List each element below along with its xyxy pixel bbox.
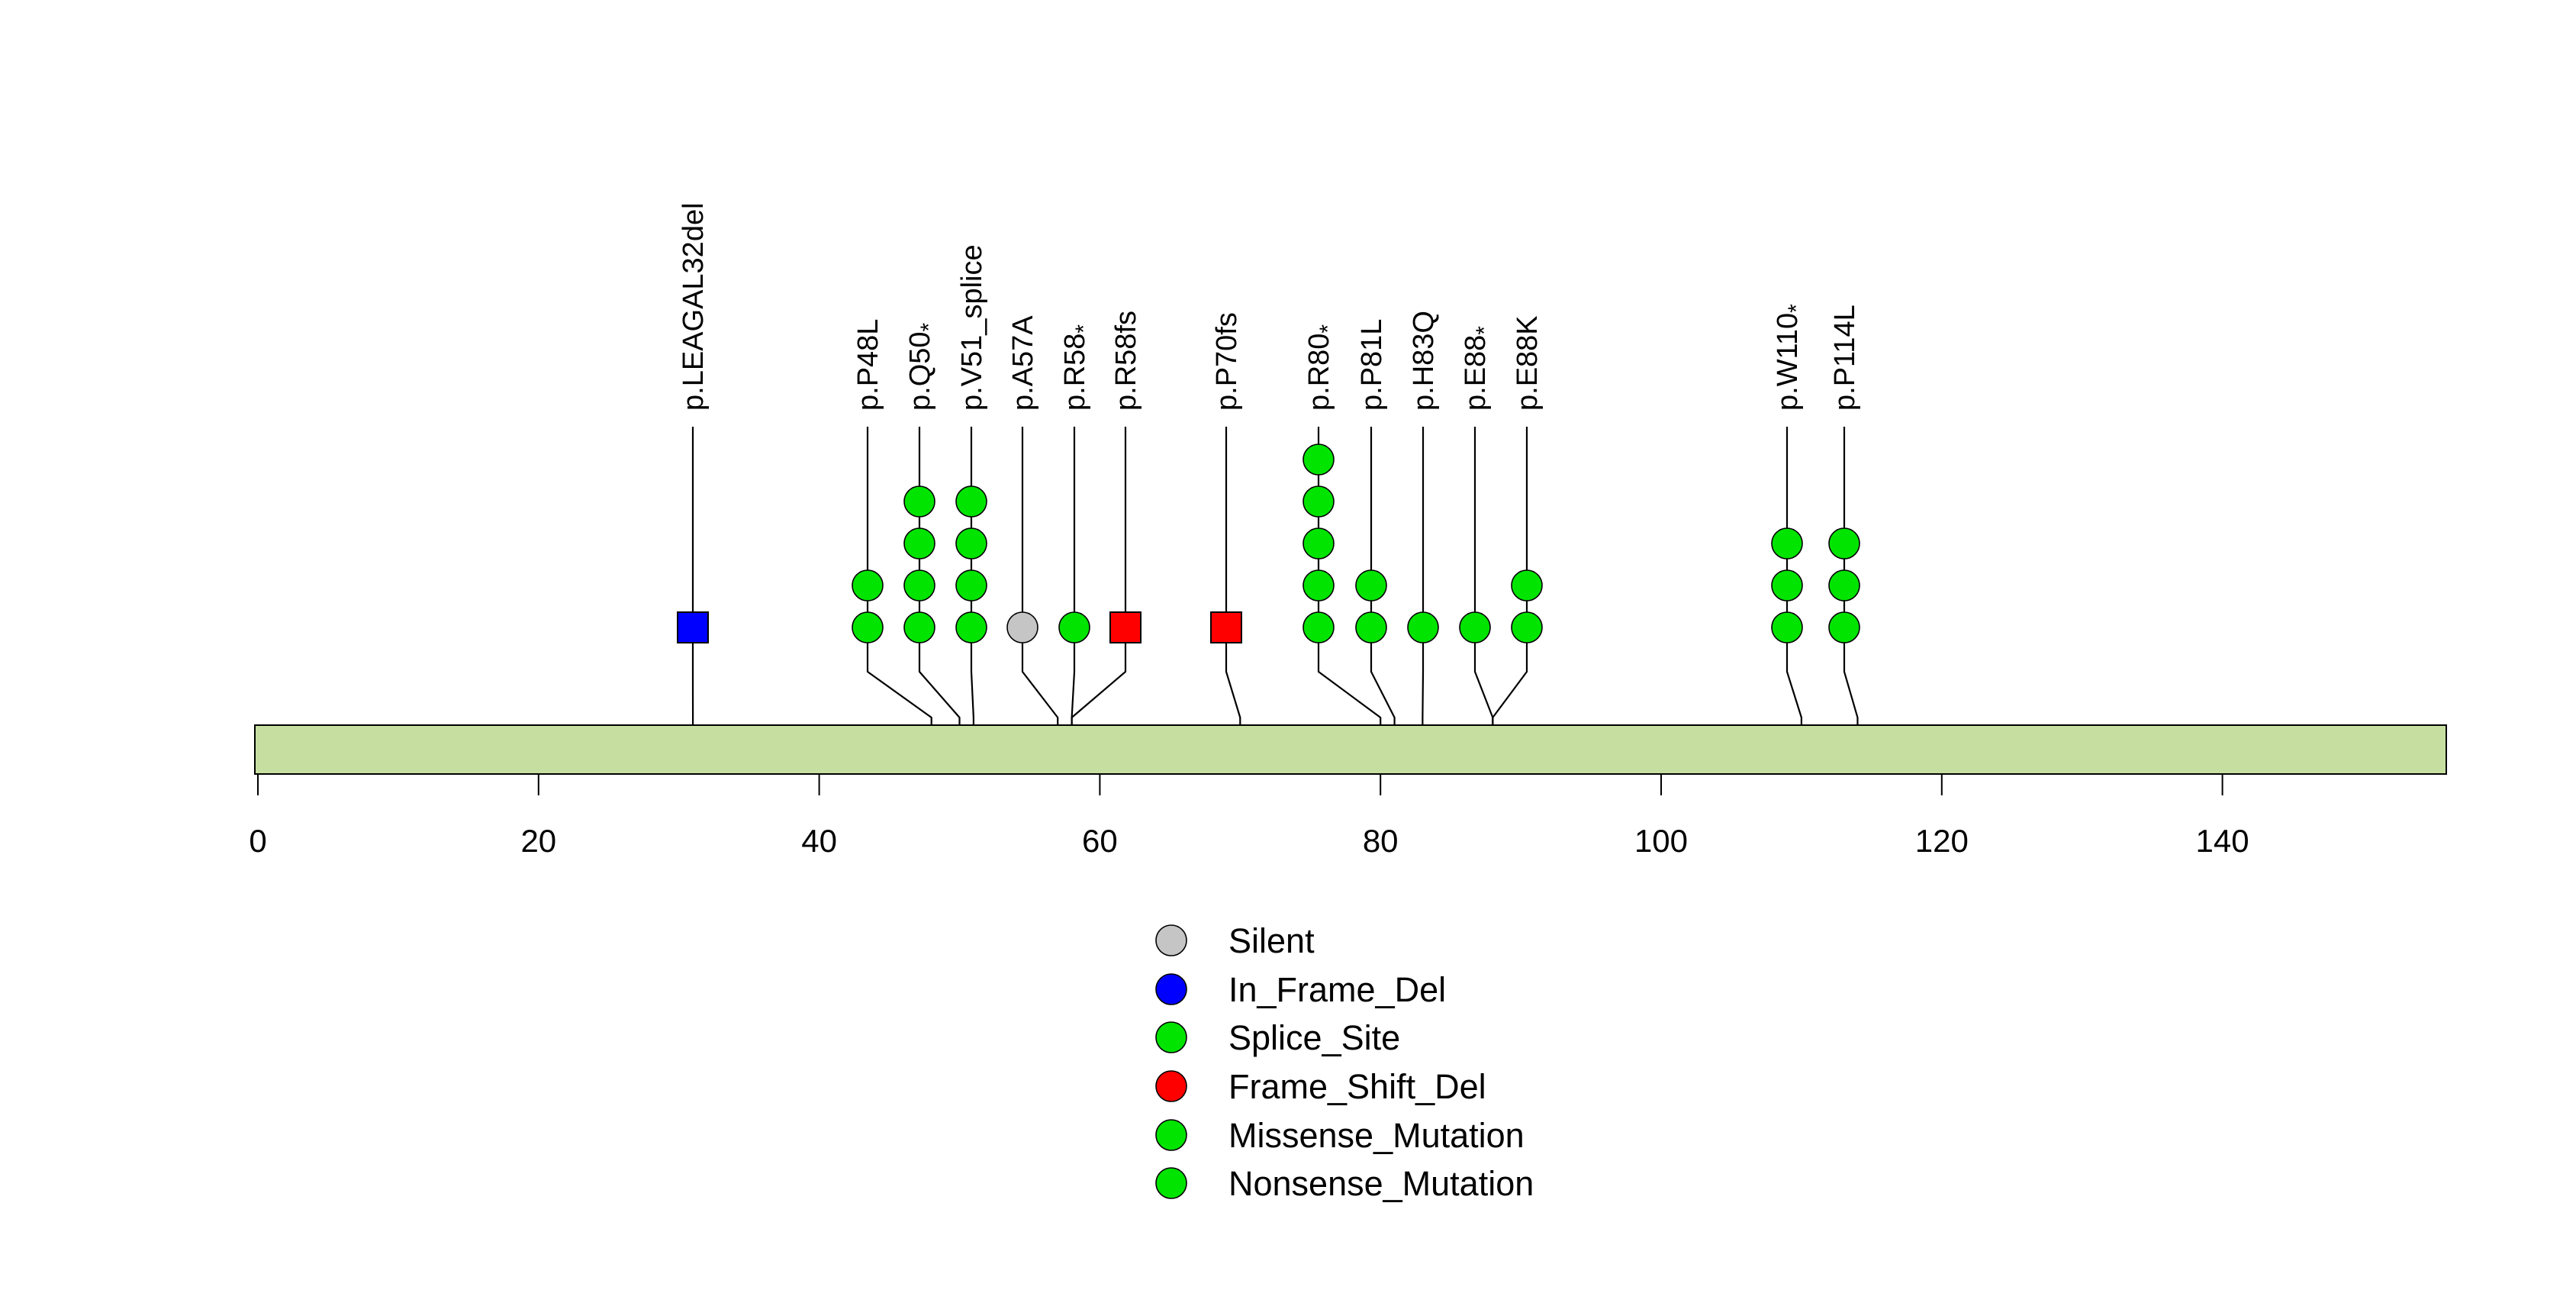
mutation-marker xyxy=(852,611,884,643)
mutation-label: p.V51_splice xyxy=(956,244,988,411)
mutation-marker xyxy=(1302,527,1335,560)
legend-item-marker xyxy=(1155,1119,1187,1151)
legend-item-marker xyxy=(1155,973,1187,1005)
mutation-label: p.W110* xyxy=(1772,304,1809,411)
mutation-label: p.H83Q xyxy=(1408,311,1440,411)
axis-tick-label: 140 xyxy=(2196,823,2249,859)
mutation-marker xyxy=(1355,569,1387,601)
axis-tick-label: 100 xyxy=(1634,823,1688,859)
mutation-marker xyxy=(1302,611,1335,643)
legend-item-marker xyxy=(1155,1167,1187,1199)
mutation-marker xyxy=(677,611,709,643)
mutation-marker xyxy=(955,485,987,518)
gene-bar xyxy=(254,724,2447,775)
legend-item-label: Missense_Mutation xyxy=(1228,1116,1525,1155)
mutation-stem xyxy=(1225,427,1241,774)
mutation-label: p.LEAGAL32del xyxy=(678,202,710,411)
mutation-label: p.E88K xyxy=(1512,315,1544,411)
legend-item-marker xyxy=(1155,1021,1187,1053)
axis-tick-label: 20 xyxy=(520,823,556,859)
mutation-marker xyxy=(1828,527,1860,560)
mutation-marker xyxy=(1459,611,1491,643)
mutation-marker xyxy=(1828,569,1860,601)
mutation-label: p.R58fs xyxy=(1110,311,1142,411)
axis-tick-label: 40 xyxy=(801,823,837,859)
legend-item-label: Frame_Shift_Del xyxy=(1228,1067,1486,1106)
mutation-marker xyxy=(1109,611,1141,643)
mutation-marker xyxy=(1771,527,1803,560)
mutation-marker xyxy=(955,527,987,560)
mutation-marker xyxy=(1210,611,1242,643)
mutation-stem xyxy=(1422,427,1425,774)
mutation-marker xyxy=(1006,611,1038,643)
mutation-marker xyxy=(1302,485,1335,518)
mutation-label: p.Q50* xyxy=(904,322,942,411)
mutation-label: p.E88* xyxy=(1460,326,1497,411)
mutation-marker xyxy=(903,527,935,560)
mutation-label: p.P81L xyxy=(1356,319,1388,411)
mutation-label: p.P114L xyxy=(1829,305,1861,411)
mutation-marker xyxy=(1771,569,1803,601)
mutation-marker xyxy=(852,569,884,601)
mutation-label: p.A57A xyxy=(1007,315,1039,411)
mutation-marker xyxy=(903,485,935,518)
mutation-marker xyxy=(1355,611,1387,643)
mutation-marker xyxy=(903,611,935,643)
mutation-marker xyxy=(1511,611,1543,643)
legend-item-label: Nonsense_Mutation xyxy=(1228,1164,1534,1203)
mutation-marker xyxy=(1771,611,1803,643)
legend-item-label: Splice_Site xyxy=(1228,1018,1400,1057)
mutation-marker xyxy=(955,569,987,601)
mutation-stem xyxy=(1473,427,1494,774)
mutation-stem xyxy=(1071,427,1127,774)
mutation-label: p.R80* xyxy=(1303,324,1341,411)
legend-item-marker xyxy=(1155,924,1187,956)
axis-tick-label: 120 xyxy=(1915,823,1969,859)
mutation-label: p.P70fs xyxy=(1211,312,1243,411)
mutation-marker xyxy=(1058,611,1090,643)
axis-tick-label: 60 xyxy=(1082,823,1118,859)
legend-item-label: Silent xyxy=(1228,921,1315,960)
mutation-label: p.P48L xyxy=(852,319,884,411)
mutation-marker xyxy=(1302,569,1335,601)
legend-item-label: In_Frame_Del xyxy=(1228,970,1446,1009)
mutation-stem xyxy=(918,427,961,774)
mutation-stem xyxy=(1021,427,1059,774)
mutation-marker xyxy=(1407,611,1439,643)
axis-tick-label: 0 xyxy=(249,823,266,859)
axis-tick-label: 80 xyxy=(1363,823,1399,859)
mutation-marker xyxy=(1511,569,1543,601)
mutation-marker xyxy=(1302,443,1335,476)
legend-item-marker xyxy=(1155,1070,1187,1102)
mutation-label: p.R58* xyxy=(1059,324,1096,411)
mutation-marker xyxy=(903,569,935,601)
mutation-marker xyxy=(955,611,987,643)
mutation-marker xyxy=(1828,611,1860,643)
